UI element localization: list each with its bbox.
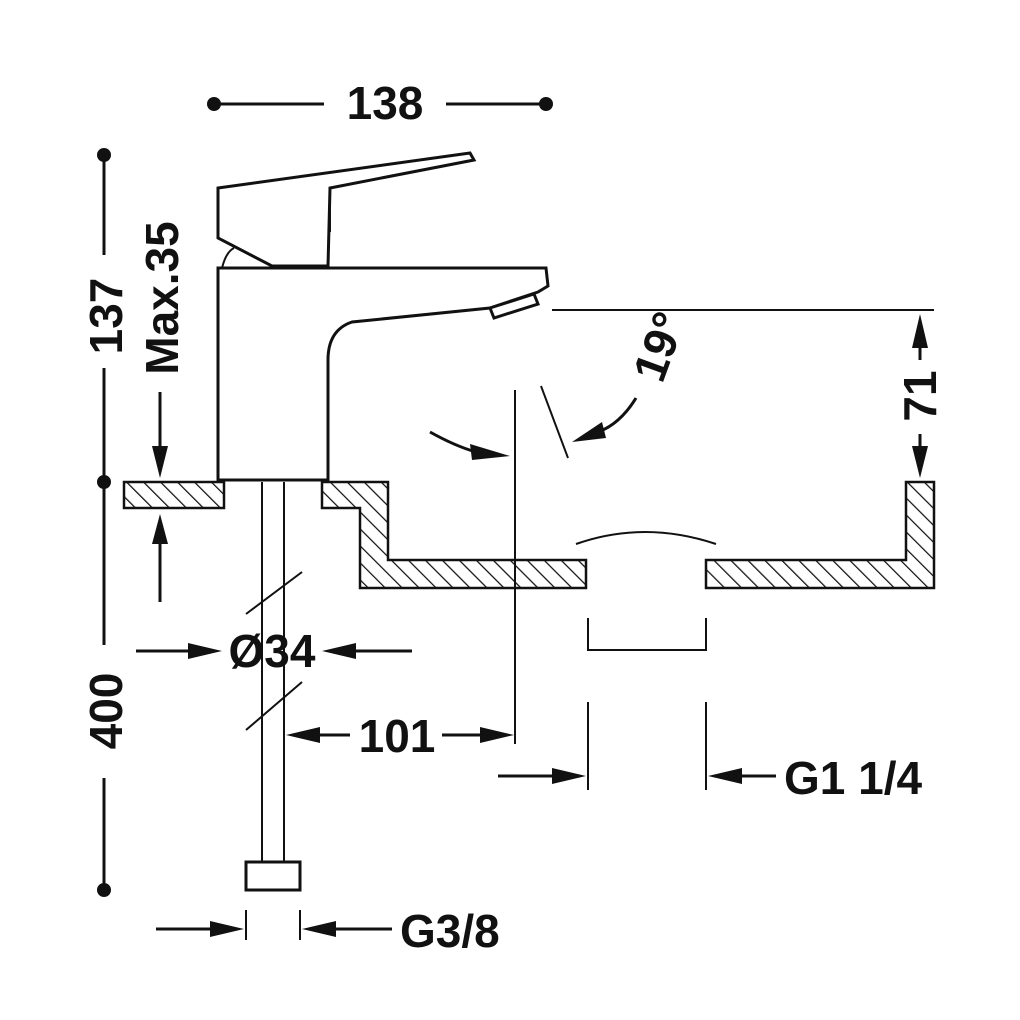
dimension-waste-thread: G1 1/4 bbox=[498, 752, 923, 804]
angle-arc bbox=[429, 430, 477, 454]
lever-handle bbox=[216, 151, 477, 268]
arrow-right-icon bbox=[210, 921, 244, 937]
arrow-down-icon bbox=[912, 446, 928, 478]
dimension-height: 137 bbox=[80, 148, 132, 489]
basin-waste bbox=[575, 531, 717, 790]
supply-hose bbox=[244, 482, 303, 892]
arrow-up-icon bbox=[152, 514, 168, 544]
angle-arc bbox=[597, 397, 638, 434]
deck-basin-hatch bbox=[320, 480, 588, 590]
dimension-hose-length: 400 bbox=[80, 482, 132, 897]
arrow-left-icon bbox=[286, 727, 320, 743]
width-label: 138 bbox=[347, 77, 424, 129]
deck-thickness-label: Max.35 bbox=[136, 221, 188, 374]
break-mark bbox=[245, 571, 303, 615]
break-mark bbox=[245, 681, 303, 731]
countertop-section bbox=[122, 480, 936, 590]
handle-neck bbox=[221, 247, 235, 269]
dimension-spout-height: 71 bbox=[552, 309, 946, 478]
basin-right-hatch bbox=[704, 480, 936, 590]
arrow-right-icon bbox=[188, 643, 222, 659]
dimension-deck-thickness: Max.35 bbox=[136, 221, 188, 602]
height-label: 137 bbox=[80, 278, 132, 355]
hose-length-label: 400 bbox=[80, 673, 132, 750]
drain-cap-arc bbox=[575, 531, 717, 545]
waste-thread-label: G1 1/4 bbox=[784, 752, 923, 804]
deck-left-hatch bbox=[122, 480, 226, 510]
dimension-width: 138 bbox=[207, 77, 553, 129]
supply-thread-label: G3/8 bbox=[400, 905, 500, 957]
arrow-down-icon bbox=[152, 446, 168, 478]
dimension-endpoint bbox=[97, 883, 111, 897]
dimension-supply-thread: G3/8 bbox=[156, 905, 500, 957]
diameter-label: Ø34 bbox=[229, 625, 316, 677]
arrow-left-icon bbox=[322, 643, 356, 659]
dimension-spout-angle: 19° bbox=[429, 305, 696, 460]
spout-body bbox=[216, 266, 550, 482]
arrow-up-icon bbox=[912, 314, 928, 348]
spout-reach-label: 101 bbox=[359, 710, 436, 762]
hose-connector bbox=[244, 860, 302, 892]
spout-height-label: 71 bbox=[894, 370, 946, 421]
faucet-body bbox=[216, 151, 550, 482]
spout-angle-label: 19° bbox=[623, 305, 696, 388]
angle-line bbox=[540, 385, 569, 459]
dimension-spout-reach: 101 bbox=[286, 390, 516, 762]
dimension-endpoint bbox=[539, 97, 553, 111]
arrow-left-icon bbox=[572, 422, 606, 442]
arrow-right-icon bbox=[552, 768, 586, 784]
arrow-left-icon bbox=[708, 768, 742, 784]
drain-body bbox=[587, 618, 707, 651]
dimension-diameter: Ø34 bbox=[136, 625, 412, 677]
arrow-right-icon bbox=[470, 444, 510, 460]
aerator bbox=[488, 292, 540, 320]
arrow-right-icon bbox=[480, 727, 514, 743]
arrow-left-icon bbox=[302, 921, 336, 937]
